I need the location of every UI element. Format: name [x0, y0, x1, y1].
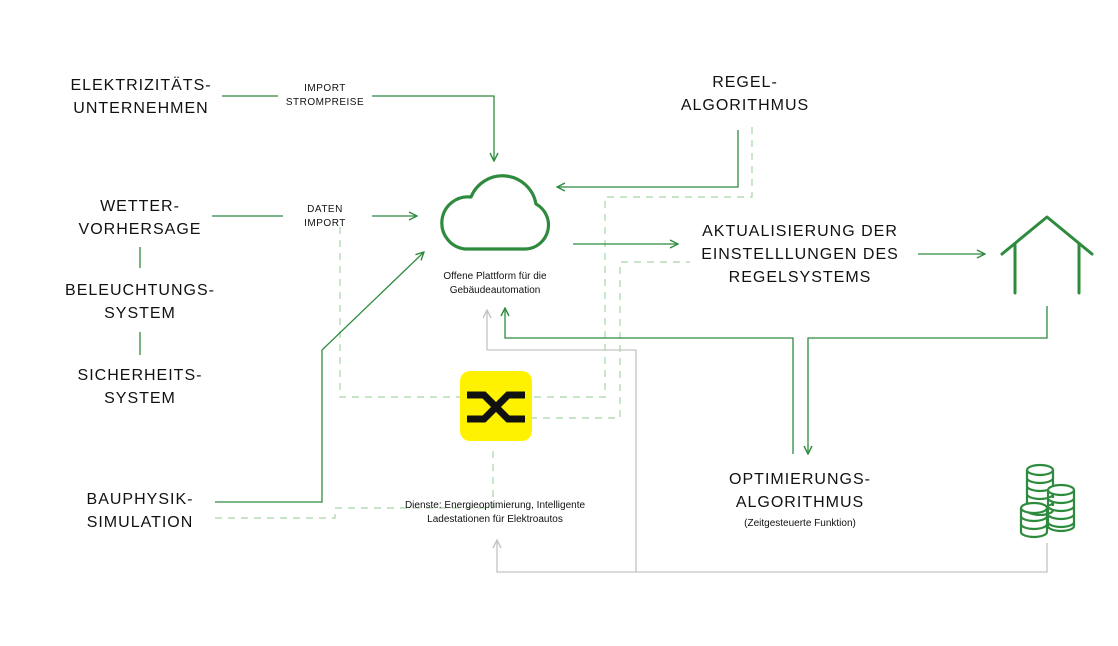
exchange-logo-icon	[460, 371, 532, 441]
label-data-import: DATEN IMPORT	[304, 204, 346, 229]
label-weather: WETTER- VORHERSAGE	[78, 198, 202, 238]
house-icon	[1000, 215, 1094, 295]
label-import-prices: IMPORT STROMPREISE	[285, 83, 365, 108]
cloud-icon	[440, 174, 551, 251]
label-update-settings: AKTUALISIERUNG DER EINSTELLLUNGEN DES RE…	[701, 223, 899, 286]
label-lighting: BELEUCHTUNGS- SYSTEM	[65, 282, 215, 322]
label-building-physics: BAUPHYSIK- SIMULATION	[86, 491, 194, 531]
label-optimization: OPTIMIERUNGS- ALGORITHMUS	[729, 471, 871, 511]
label-services: Dienste: Energieoptimierung, Intelligent…	[404, 500, 586, 525]
label-electricity: ELEKTRIZITÄTS- UNTERNEHMEN	[70, 77, 212, 117]
coins-icon	[1019, 463, 1076, 539]
label-optimization-note: (Zeitgesteuerte Funktion)	[744, 518, 856, 529]
label-control-algorithm: REGEL- ALGORITHMUS	[680, 74, 810, 114]
label-security: SICHERHEITS- SYSTEM	[77, 367, 203, 407]
label-platform: Offene Plattform für die Gebäudeautomati…	[443, 271, 547, 296]
